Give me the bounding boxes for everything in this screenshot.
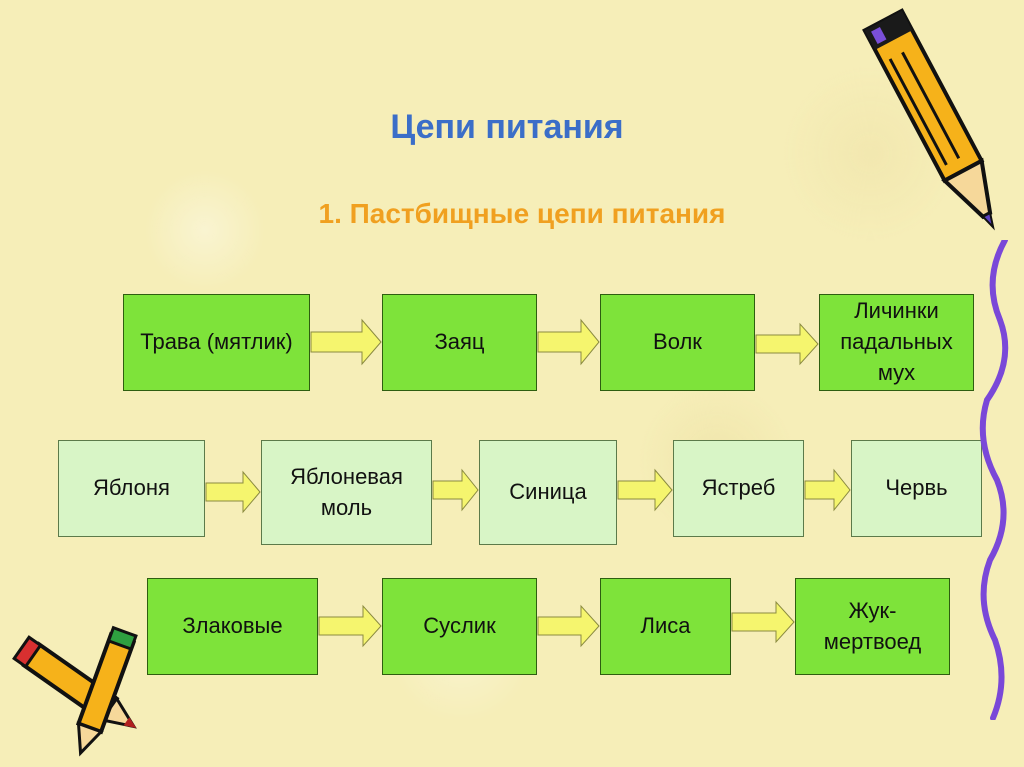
page-title: Цепи питания — [390, 108, 624, 146]
chain-node-grass: Трава (мятлик) — [123, 294, 310, 391]
chain-node-hawk: Ястреб — [673, 440, 804, 537]
arrow-right-icon — [755, 322, 819, 366]
chain-node-beetle: Жук-мертвоед — [795, 578, 950, 675]
arrow-right-icon — [617, 468, 673, 512]
decorative-line — [979, 240, 1009, 720]
arrow-right-icon — [804, 468, 851, 512]
arrow-right-icon — [205, 470, 261, 514]
chain-node-apple-tree: Яблоня — [58, 440, 205, 537]
chain-node-fly-larvae: Личинки падальных мух — [819, 294, 974, 391]
arrow-right-icon — [310, 318, 382, 366]
chain-node-wolf: Волк — [600, 294, 755, 391]
page-subtitle: 1. Пастбищные цепи питания — [318, 198, 726, 229]
chain-node-cereals: Злаковые — [147, 578, 318, 675]
arrow-right-icon — [537, 604, 600, 648]
chain-node-gopher: Суслик — [382, 578, 537, 675]
pencil-icon — [12, 625, 138, 757]
chain-node-apple-moth: Яблоневая моль — [261, 440, 432, 545]
arrow-right-icon — [537, 318, 600, 366]
chain-node-worm: Червь — [851, 440, 982, 537]
arrow-right-icon — [432, 468, 479, 512]
arrow-right-icon — [318, 604, 382, 648]
chain-node-hare: Заяц — [382, 294, 537, 391]
arrow-right-icon — [731, 600, 795, 644]
chain-node-tit: Синица — [479, 440, 617, 545]
chain-node-fox: Лиса — [600, 578, 731, 675]
pencil-icon — [862, 8, 995, 231]
